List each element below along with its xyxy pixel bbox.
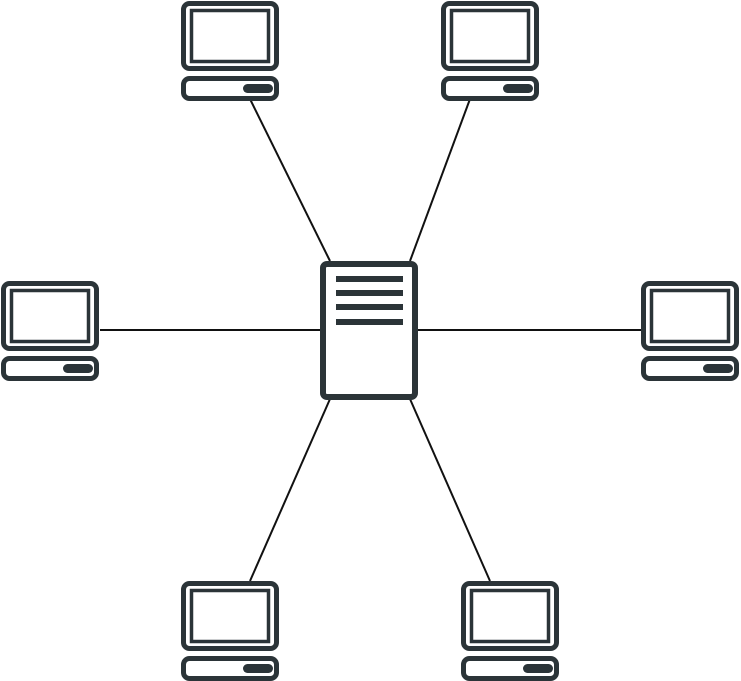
server-icon <box>320 261 418 400</box>
desktop-computer-icon <box>181 1 279 101</box>
monitor-screen <box>189 588 271 644</box>
monitor-screen <box>649 288 731 344</box>
monitor-screen <box>189 8 271 64</box>
drive-slot <box>63 364 93 373</box>
desktop-computer-icon <box>461 581 559 681</box>
server-rack-line <box>336 276 403 282</box>
server-rack-line <box>336 290 403 296</box>
network-link <box>409 98 471 262</box>
desktop-computer-icon <box>1 281 99 381</box>
drive-slot <box>243 664 273 673</box>
drive-slot <box>503 84 533 93</box>
computer-base <box>181 76 279 101</box>
monitor-screen <box>449 8 531 64</box>
server-rack-line <box>336 304 403 310</box>
links <box>100 98 641 582</box>
network-link <box>249 98 331 262</box>
monitor-screen <box>469 588 551 644</box>
monitor-screen <box>9 288 91 344</box>
desktop-computer-icon <box>441 1 539 101</box>
desktop-computer-icon <box>181 581 279 681</box>
computer-base <box>181 656 279 681</box>
drive-slot <box>523 664 553 673</box>
network-link <box>409 398 491 582</box>
computer-base <box>641 356 739 381</box>
computer-base <box>461 656 559 681</box>
network-link <box>249 398 331 582</box>
computer-base <box>1 356 99 381</box>
drive-slot <box>243 84 273 93</box>
server-body <box>320 261 418 400</box>
desktop-computer-icon <box>641 281 739 381</box>
computer-base <box>441 76 539 101</box>
server-rack-line <box>336 319 403 325</box>
drive-slot <box>703 364 733 373</box>
